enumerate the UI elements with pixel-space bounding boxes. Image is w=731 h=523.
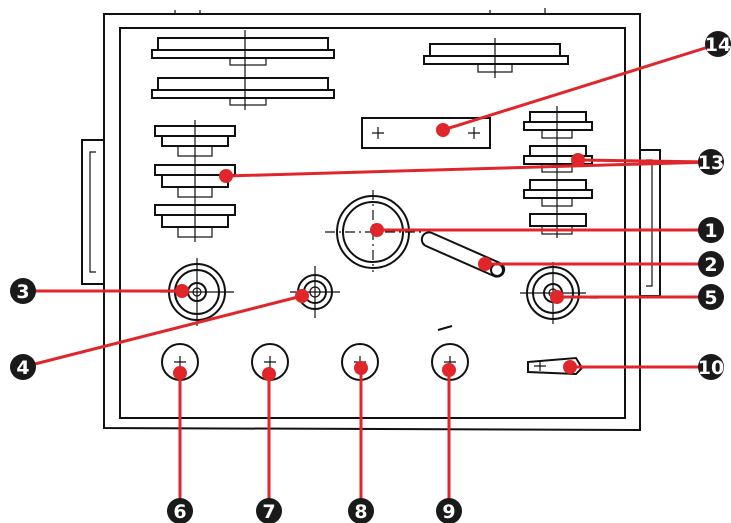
- leader-dot-8: [354, 361, 368, 375]
- callout-badge-circle: [698, 284, 724, 310]
- callout-badge-label: 10: [698, 357, 724, 379]
- leader-line-13-b: [225, 160, 712, 178]
- top-right-gear: [423, 38, 569, 78]
- callout-badge-label: 4: [16, 357, 29, 379]
- callout-badge-circle: [698, 354, 724, 380]
- callout-badge-label: 1: [704, 220, 717, 242]
- callout-badge-7: 7: [256, 498, 282, 523]
- bottom-buttons: [161, 325, 469, 381]
- callout-badge-1: 1: [698, 217, 724, 243]
- callout-badge-circle: [10, 354, 36, 380]
- small-toggle-lever: [527, 356, 584, 376]
- callout-badge-label: 9: [442, 501, 455, 523]
- callout-badge-label: 5: [704, 287, 717, 309]
- callout-badge-label: 6: [173, 501, 186, 523]
- callout-badge-circle: [167, 498, 193, 523]
- callout-badge-9: 9: [436, 498, 462, 523]
- callout-badge-circle: [698, 149, 724, 175]
- callout-badge-13: 13: [698, 149, 724, 175]
- callout-badge-circle: [698, 251, 724, 277]
- leader-line-4: [22, 294, 303, 369]
- rectangular-window: [361, 117, 491, 149]
- leader-dot-13: [571, 153, 585, 167]
- callout-badge-6: 6: [167, 498, 193, 523]
- callout-badge-8: 8: [348, 498, 374, 523]
- leader-dot-5: [550, 290, 564, 304]
- leader-dot-4: [295, 289, 309, 303]
- leader-dot-2: [478, 257, 492, 271]
- callout-badge-label: 3: [16, 281, 29, 303]
- callout-badge-10: 10: [698, 354, 724, 380]
- leader-dot-1: [370, 223, 384, 237]
- leader-dot-6: [173, 366, 187, 380]
- callout-badge-label: 2: [704, 254, 717, 276]
- callout-badge-label: 8: [354, 501, 367, 523]
- leader-line-14: [442, 42, 719, 132]
- leader-dot-9: [442, 363, 456, 377]
- callout-badge-label: 14: [705, 34, 731, 56]
- callout-badge-circle: [348, 498, 374, 523]
- leader-dot-14: [436, 123, 450, 137]
- callout-badge-circle: [10, 278, 36, 304]
- leader-dot-7: [262, 367, 276, 381]
- leader-lines: [22, 42, 719, 511]
- callout-badge-circle: [256, 498, 282, 523]
- callout-badge-14: 14: [705, 31, 731, 57]
- callout-badge-3: 3: [10, 278, 36, 304]
- callout-badges: 1 2 3 4 5 6 7 8 9 10 13 14: [10, 31, 731, 523]
- leader-dot-10: [563, 360, 577, 374]
- top-left-gear-pair: [151, 30, 335, 110]
- leader-dot-13-b: [219, 169, 233, 183]
- callout-badge-label: 7: [262, 501, 275, 523]
- callout-badge-circle: [705, 31, 731, 57]
- callout-badge-5: 5: [698, 284, 724, 310]
- leader-dot-3: [175, 284, 189, 298]
- callout-badge-4: 4: [10, 354, 36, 380]
- slanted-lever: [420, 231, 506, 278]
- left-pulley-stack: [154, 120, 236, 242]
- callout-badge-circle: [436, 498, 462, 523]
- right-pulley-stack: [523, 106, 593, 238]
- callout-badge-label: 13: [698, 152, 724, 174]
- callout-badge-2: 2: [698, 251, 724, 277]
- callout-badge-circle: [698, 217, 724, 243]
